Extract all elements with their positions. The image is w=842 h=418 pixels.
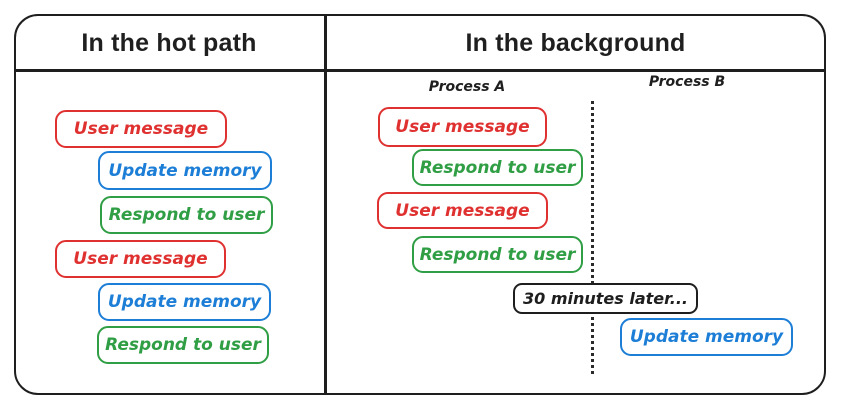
hot-path-step-update-memory-1: Update memory xyxy=(98,151,272,190)
timeline-marker-30-minutes-later: 30 minutes later... xyxy=(513,283,698,314)
process-b-step-update-memory: Update memory xyxy=(620,318,793,356)
hot-path-step-respond-to-user-2: Respond to user xyxy=(97,326,269,364)
hot-path-step-update-memory-2: Update memory xyxy=(98,283,271,321)
hot-path-step-user-message-2: User message xyxy=(55,240,226,278)
process-a-label: Process A xyxy=(428,79,506,95)
panel-divider-line xyxy=(324,15,327,394)
process-a-step-user-message-1: User message xyxy=(378,107,547,147)
hot-path-panel-title: In the hot path xyxy=(81,29,257,57)
process-divider-dotted-line xyxy=(591,101,594,374)
background-panel-title: In the background xyxy=(465,29,686,57)
process-b-label: Process B xyxy=(648,74,726,90)
hot-path-step-user-message-1: User message xyxy=(55,110,227,148)
process-a-step-respond-to-user-2: Respond to user xyxy=(412,236,583,273)
process-a-step-respond-to-user-1: Respond to user xyxy=(412,149,583,186)
hot-path-step-respond-to-user-1: Respond to user xyxy=(100,196,273,234)
diagram-frame xyxy=(14,14,826,395)
header-separator-line xyxy=(15,69,825,72)
process-a-step-user-message-2: User message xyxy=(377,192,548,229)
